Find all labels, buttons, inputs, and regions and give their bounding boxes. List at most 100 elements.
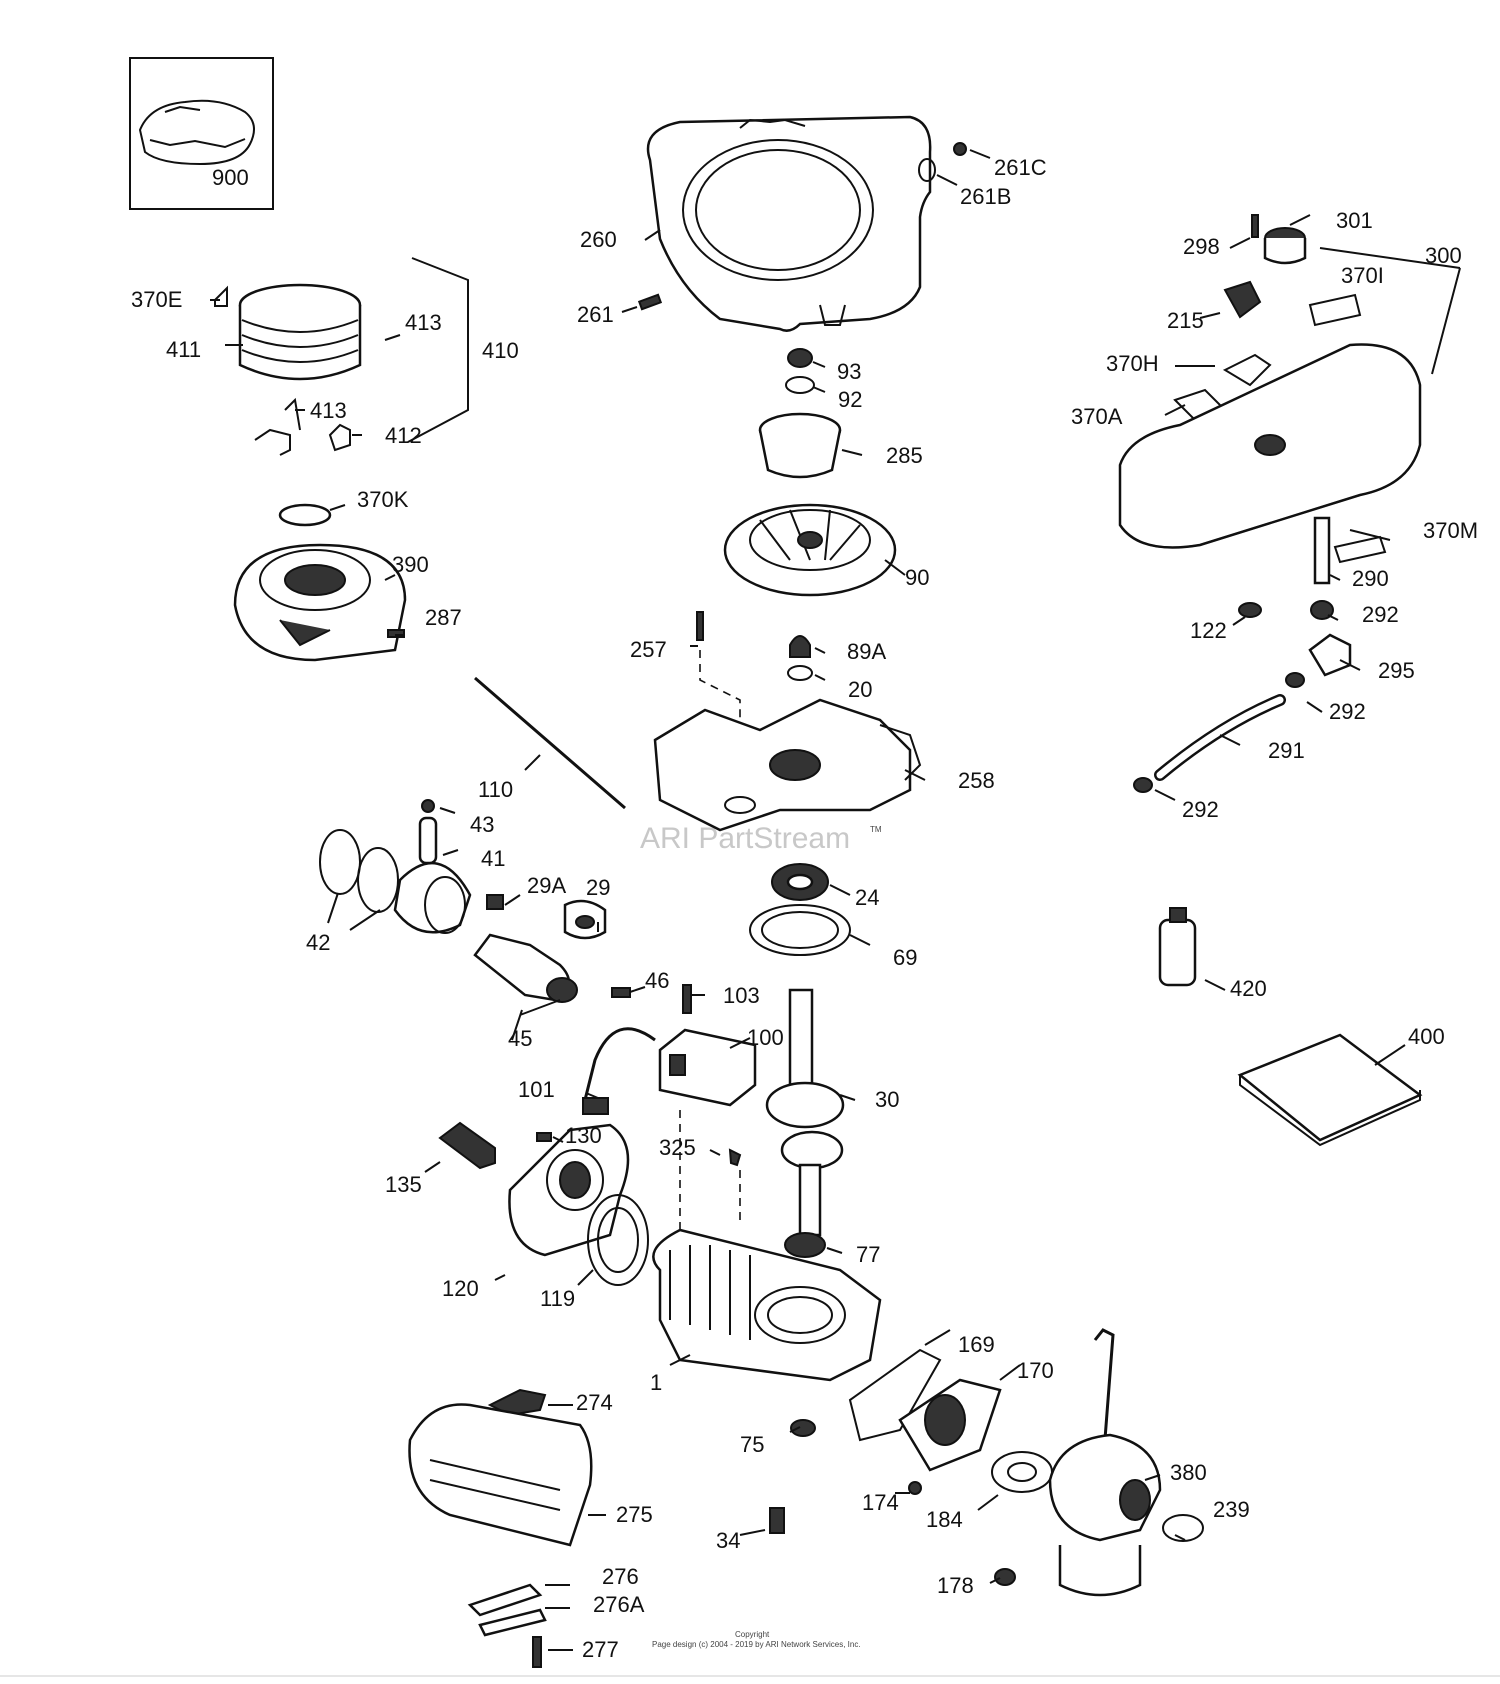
label-292-b: 292	[1329, 699, 1366, 724]
part-239-gasket[interactable]	[1162, 1514, 1204, 1542]
part-101-boot[interactable]	[582, 1097, 609, 1115]
part-119-head-gasket[interactable]	[587, 1194, 649, 1286]
part-285-cup[interactable]	[758, 412, 842, 479]
part-41-piston-pin[interactable]	[418, 816, 438, 865]
part-24-seal[interactable]	[771, 863, 829, 901]
label-34: 34	[716, 1528, 740, 1553]
part-75-washer[interactable]	[790, 1419, 816, 1437]
part-29-conrod-cap[interactable]	[563, 899, 607, 940]
part-170-adapter[interactable]	[898, 1378, 1002, 1472]
part-291-fuel-line[interactable]	[1154, 694, 1286, 781]
label-184: 184	[926, 1507, 963, 1532]
part-100-armature[interactable]	[583, 1027, 757, 1107]
part-130-bolt[interactable]	[536, 1132, 552, 1142]
part-258-bracket[interactable]	[653, 698, 922, 832]
part-380-carburetor[interactable]	[1048, 1328, 1162, 1597]
label-43: 43	[470, 812, 494, 837]
part-370I-decal[interactable]	[1308, 293, 1362, 327]
leader-lines	[210, 149, 1406, 1651]
part-261B-washer[interactable]	[918, 158, 936, 182]
part-292-clamp-bottom[interactable]	[1133, 777, 1153, 793]
part-1-cylinder-block[interactable]	[652, 1228, 882, 1382]
part-labels: 900 261C 261B 260 261 370E 411 413 410 4…	[131, 155, 1478, 1662]
part-295-shutoff-valve[interactable]	[1308, 633, 1352, 677]
part-103-screw[interactable]	[682, 984, 692, 1014]
part-184-gasket[interactable]	[991, 1451, 1053, 1493]
label-420: 420	[1230, 976, 1267, 1001]
part-43-pin-clip[interactable]	[421, 799, 435, 813]
label-101: 101	[518, 1077, 555, 1102]
part-275-muffler[interactable]	[408, 1403, 593, 1547]
part-92-washer[interactable]	[785, 376, 815, 394]
part-298-screw[interactable]	[1251, 214, 1259, 238]
part-89A-nut[interactable]	[789, 635, 811, 658]
label-45: 45	[508, 1026, 532, 1051]
label-46: 46	[645, 968, 669, 993]
part-301-cap[interactable]	[1263, 227, 1307, 265]
label-122: 122	[1190, 618, 1227, 643]
part-110-link-rod[interactable]	[474, 676, 626, 810]
part-277-screw[interactable]	[532, 1636, 542, 1668]
part-276A-plate[interactable]	[478, 1608, 547, 1637]
part-413-clip[interactable]	[254, 397, 301, 456]
label-239: 239	[1213, 1497, 1250, 1522]
footer-copyright: Copyright	[735, 1630, 770, 1639]
part-900-engine-inset[interactable]	[129, 57, 274, 210]
part-93-nut[interactable]	[787, 348, 813, 368]
label-260: 260	[580, 227, 617, 252]
part-178-nut[interactable]	[994, 1568, 1016, 1586]
part-276-plate[interactable]	[467, 1583, 543, 1617]
part-20-washer[interactable]	[787, 665, 813, 681]
label-261B: 261B	[960, 184, 1011, 209]
part-411-filter[interactable]	[238, 283, 362, 381]
part-215-valve[interactable]	[1223, 280, 1262, 319]
part-34-plug[interactable]	[769, 1507, 785, 1534]
label-291: 291	[1268, 738, 1305, 763]
label-412: 412	[385, 423, 422, 448]
part-370M-decal[interactable]	[1333, 535, 1387, 564]
part-77-bearing[interactable]	[784, 1232, 826, 1258]
part-45-conrod[interactable]	[473, 933, 578, 1003]
label-92: 92	[838, 387, 862, 412]
part-290-screen[interactable]	[1313, 516, 1331, 585]
part-90-flywheel[interactable]	[723, 503, 897, 597]
part-122-washer[interactable]	[1238, 602, 1262, 618]
part-261C-screw[interactable]	[953, 142, 967, 156]
label-169: 169	[958, 1332, 995, 1357]
part-390-starter[interactable]	[233, 543, 407, 662]
part-261-screw[interactable]	[637, 293, 663, 311]
label-42: 42	[306, 930, 330, 955]
part-41-piston[interactable]	[393, 862, 472, 934]
label-77: 77	[856, 1242, 880, 1267]
part-174-screw[interactable]	[908, 1481, 922, 1495]
part-257-screw[interactable]	[696, 611, 704, 641]
label-287: 287	[425, 605, 462, 630]
part-292-clamp-mid[interactable]	[1285, 672, 1305, 688]
label-178: 178	[937, 1573, 974, 1598]
part-30-crankshaft[interactable]	[765, 988, 845, 1237]
label-295: 295	[1378, 658, 1415, 683]
part-370E-decal[interactable]	[214, 285, 228, 307]
part-120-cylinder-head[interactable]	[508, 1123, 630, 1257]
part-42-rings[interactable]	[319, 829, 399, 913]
part-287-screw[interactable]	[387, 629, 405, 638]
part-420-oil-bottle[interactable]	[1158, 907, 1197, 987]
part-400-manual[interactable]	[1237, 1033, 1423, 1147]
label-90: 90	[905, 565, 929, 590]
label-275: 275	[616, 1502, 653, 1527]
part-69-gasket[interactable]	[749, 904, 851, 956]
part-260-blower-housing[interactable]	[646, 115, 932, 332]
part-370H-decal[interactable]	[1222, 353, 1272, 387]
part-292-clamp-top[interactable]	[1310, 600, 1334, 620]
part-29A-bolt[interactable]	[486, 894, 504, 910]
part-169-gasket[interactable]	[848, 1348, 942, 1442]
part-46-screw[interactable]	[611, 987, 631, 998]
part-135-spark-plug[interactable]	[438, 1121, 496, 1170]
part-325-pin[interactable]	[728, 1148, 742, 1167]
part-300-fuel-tank[interactable]	[1118, 343, 1422, 549]
part-412-clip[interactable]	[328, 423, 351, 452]
label-276: 276	[602, 1564, 639, 1589]
label-69: 69	[893, 945, 917, 970]
part-370K-decal[interactable]	[278, 503, 332, 527]
label-130: 130	[565, 1123, 602, 1148]
